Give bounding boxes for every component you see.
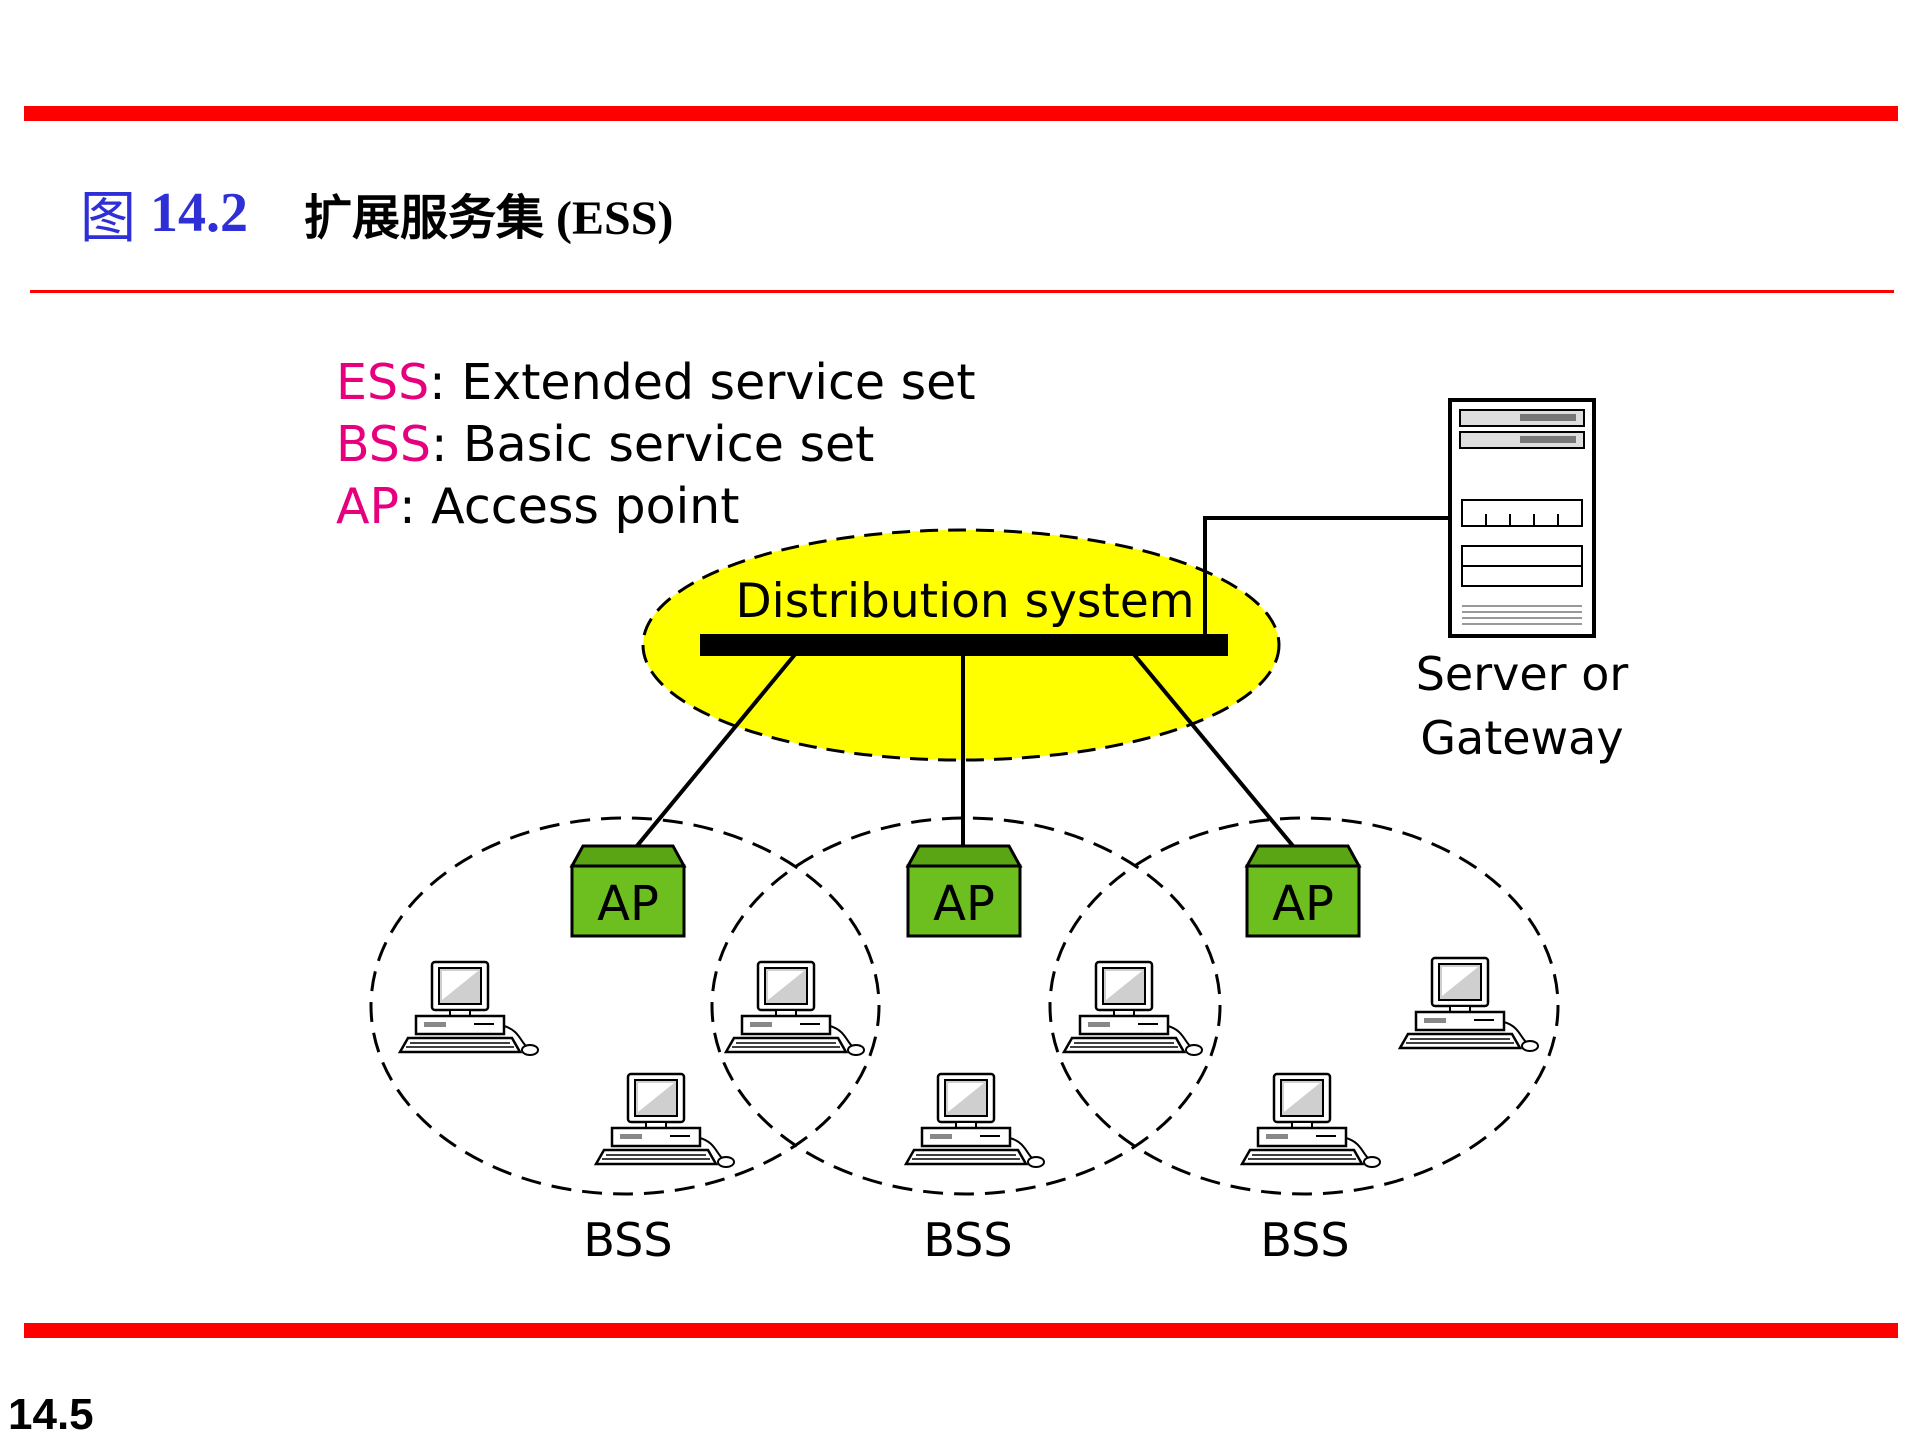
figure-number: 14.2 [150,182,248,244]
access-point: AP [1244,844,1362,938]
access-point: AP [569,844,687,938]
legend-abbr: AP [336,478,400,535]
legend-text: : Access point [399,478,740,535]
ap-label: AP [597,876,659,932]
figure-label: 图 [80,187,136,250]
top-red-rule [24,106,1898,121]
figure-title: 图 14.2 扩展服务集 (ESS) [80,178,674,250]
bss-label: BSS [583,1213,672,1267]
computer-icon [1398,956,1540,1053]
legend-abbr: BSS [336,416,431,473]
computer-icon [1062,960,1204,1057]
ap-label: AP [1272,876,1334,932]
ap-link [625,650,799,860]
access-point: AP [905,844,1023,938]
server-label-line1: Server or [1416,647,1629,701]
computer-icon [1240,1072,1382,1169]
distribution-system-label: Distribution system [735,574,1194,629]
legend-abbr: ESS [336,354,430,411]
server-link [1203,516,1450,645]
page-number: 14.5 [8,1390,94,1439]
bss-label: BSS [1260,1213,1349,1267]
distribution-bus [700,634,1228,656]
bss-circle [369,816,881,1196]
computer-icon [724,960,866,1057]
title-underline-rule [30,290,1894,293]
legend-item-ap: AP: Access point [336,476,976,538]
ap-label: AP [933,876,995,932]
computer-icon [904,1072,1046,1169]
legend-text: : Basic service set [430,416,875,473]
bss-label: BSS [923,1213,1012,1267]
computer-icon [594,1072,736,1169]
bss-circle [1048,816,1560,1196]
server-label-line2: Gateway [1420,711,1623,765]
legend-item-ess: ESS: Extended service set [336,352,976,414]
server-icon [1448,398,1596,638]
figure-caption: 扩展服务集 (ESS) [304,192,674,245]
legend-text: : Extended service set [429,354,976,411]
computer-icon [398,960,540,1057]
legend-item-bss: BSS: Basic service set [336,414,976,476]
bss-circle [710,816,1222,1196]
bottom-red-rule [24,1323,1898,1338]
legend: ESS: Extended service set BSS: Basic ser… [336,352,976,538]
ap-link [1130,650,1305,860]
